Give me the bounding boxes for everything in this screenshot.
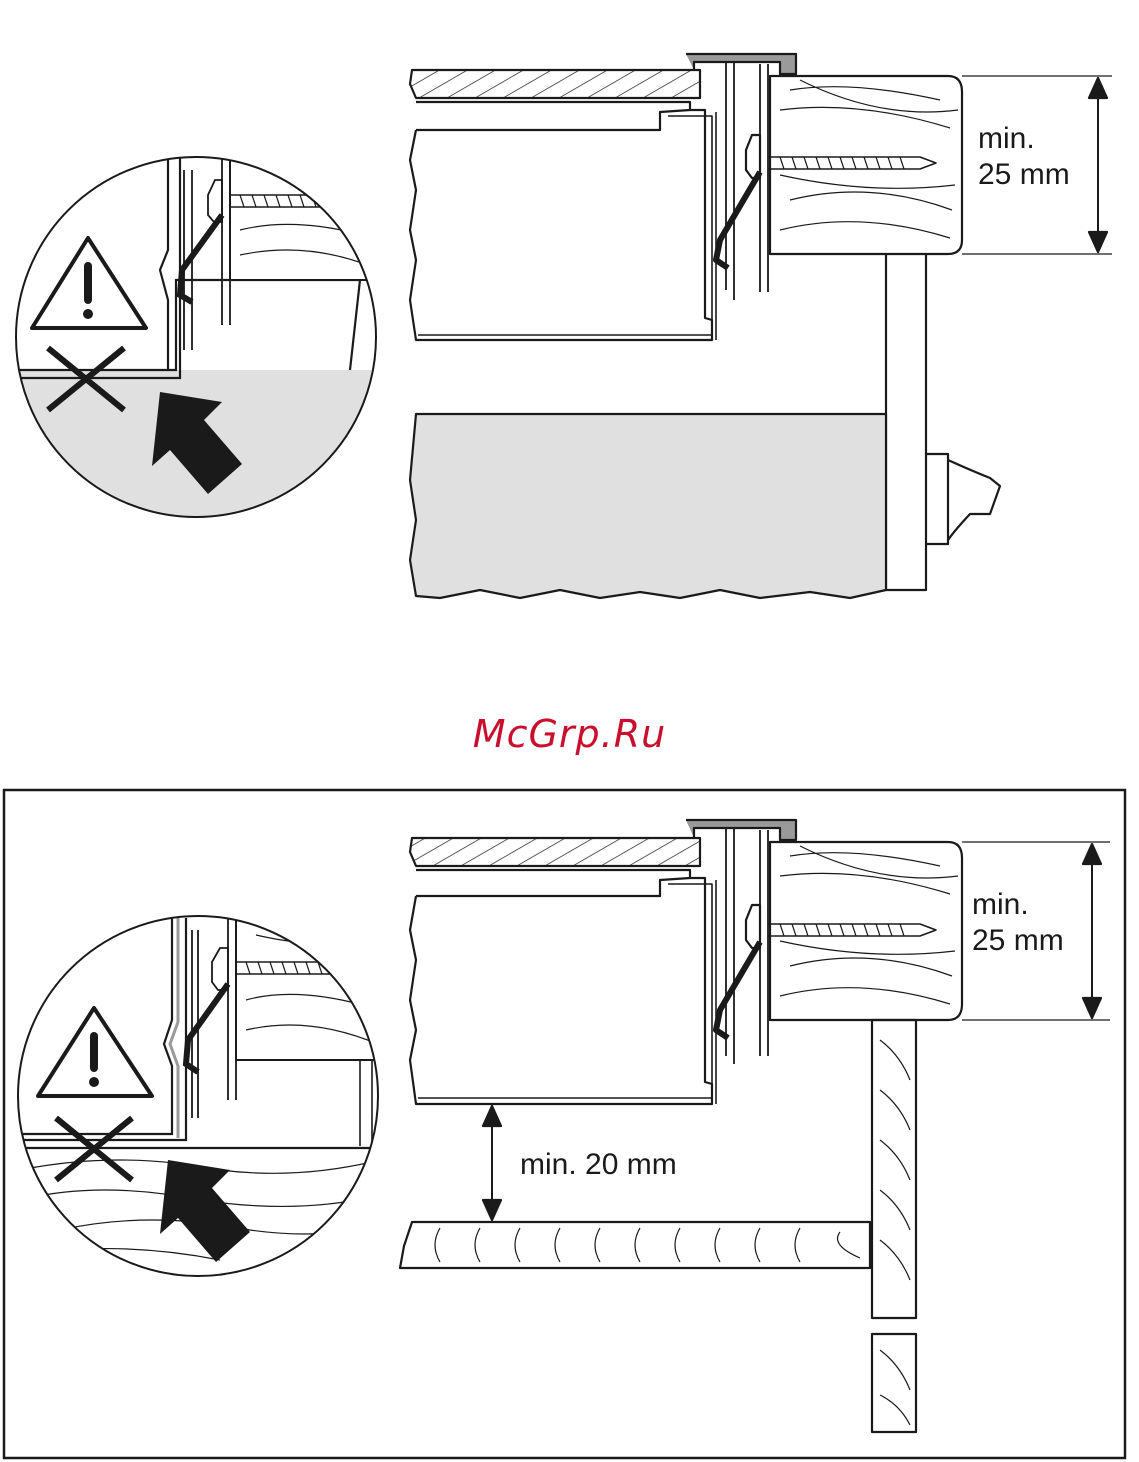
wooden-worktop-top [768,76,962,254]
shelf-board-bottom [400,1222,870,1268]
dimension-label-top-line1: min. [978,122,1035,156]
mounting-clip-bottom [686,820,796,1064]
cooktop-glass-bottom [410,838,700,866]
gap-dimension-label: min. 20 mm [520,1148,677,1182]
cooktop-glass-top [410,70,700,98]
dimension-bottom-20 [483,1106,501,1220]
cabinet-side-bottom [872,1020,916,1432]
dimension-label-bottom-line1: min. [972,888,1029,922]
detail-circle-top [16,150,386,530]
dimension-label-top-line2: 25 mm [978,158,1070,192]
mounting-clip-top [686,54,796,300]
watermark-text: McGrp.Ru [0,712,1139,756]
appliance-body-top [410,102,716,340]
detail-circle-bottom [16,916,380,1290]
wooden-worktop-bottom [768,842,962,1020]
dimension-label-bottom-line2: 25 mm [972,924,1064,958]
appliance-body-bottom [410,870,716,1104]
